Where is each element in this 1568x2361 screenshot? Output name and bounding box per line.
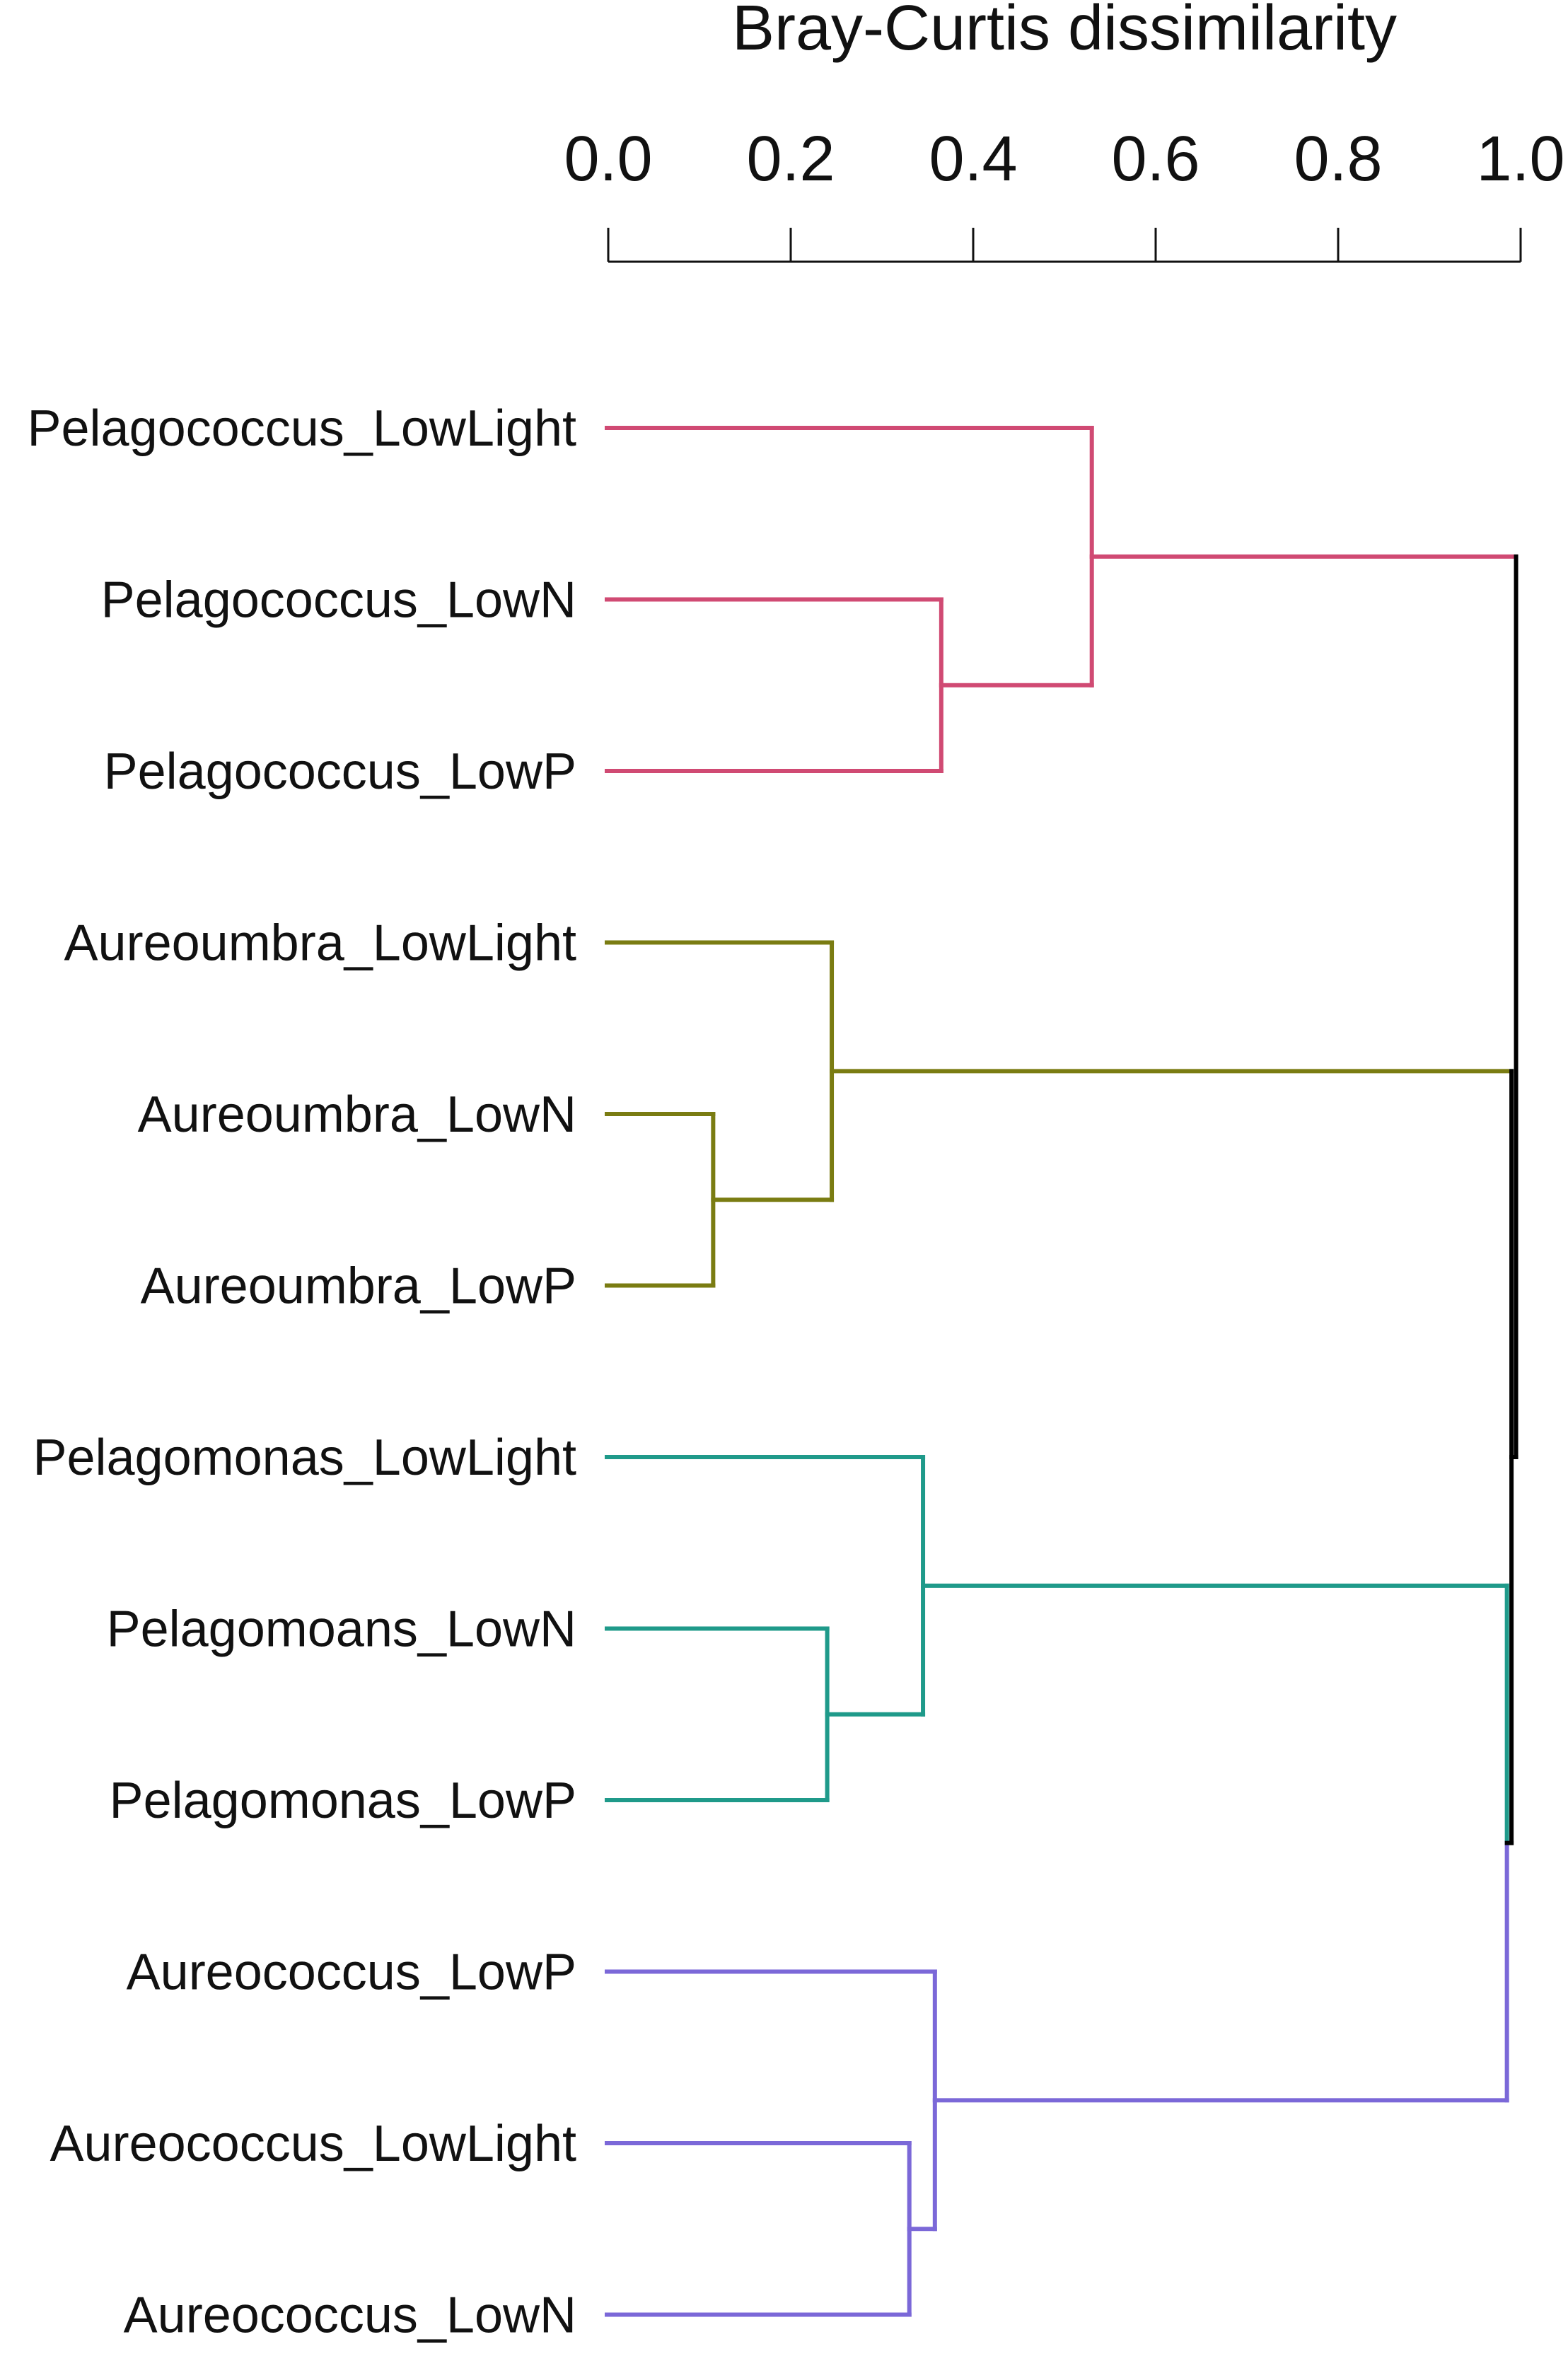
x-tick-label: 0.0 xyxy=(564,124,652,195)
leaf-label: Pelagomonas_LowP xyxy=(110,1773,576,1829)
leaf-label: Aureococcus_LowP xyxy=(127,1944,576,2001)
x-tick-label: 0.8 xyxy=(1294,124,1382,195)
leaf-label: Aureococcus_LowLight xyxy=(50,2116,576,2172)
x-tick-label: 0.4 xyxy=(929,124,1017,195)
dendrogram-links xyxy=(605,426,1518,2317)
leaf-label: Pelagococcus_LowN xyxy=(101,572,576,629)
x-tick-label: 0.2 xyxy=(746,124,835,195)
x-tick-label: 1.0 xyxy=(1476,124,1564,195)
x-tick-label: 0.6 xyxy=(1111,124,1200,195)
leaf-label: Aureoumbra_LowLight xyxy=(64,915,576,972)
leaf-label: Pelagomoans_LowN xyxy=(107,1601,576,1658)
leaf-label: Pelagomonas_LowLight xyxy=(33,1429,576,1486)
leaf-label: Aureoumbra_LowN xyxy=(138,1086,576,1143)
x-axis-title: Bray-Curtis dissimilarity xyxy=(732,0,1397,64)
x-axis: 0.0 0.2 0.4 0.6 0.8 1.0 xyxy=(564,124,1565,263)
leaf-label: Aureoumbra_LowP xyxy=(141,1258,576,1315)
leaf-label: Pelagococcus_LowP xyxy=(104,743,576,800)
leaf-label: Pelagococcus_LowLight xyxy=(27,400,576,457)
leaf-label: Aureococcus_LowN xyxy=(124,2287,576,2344)
